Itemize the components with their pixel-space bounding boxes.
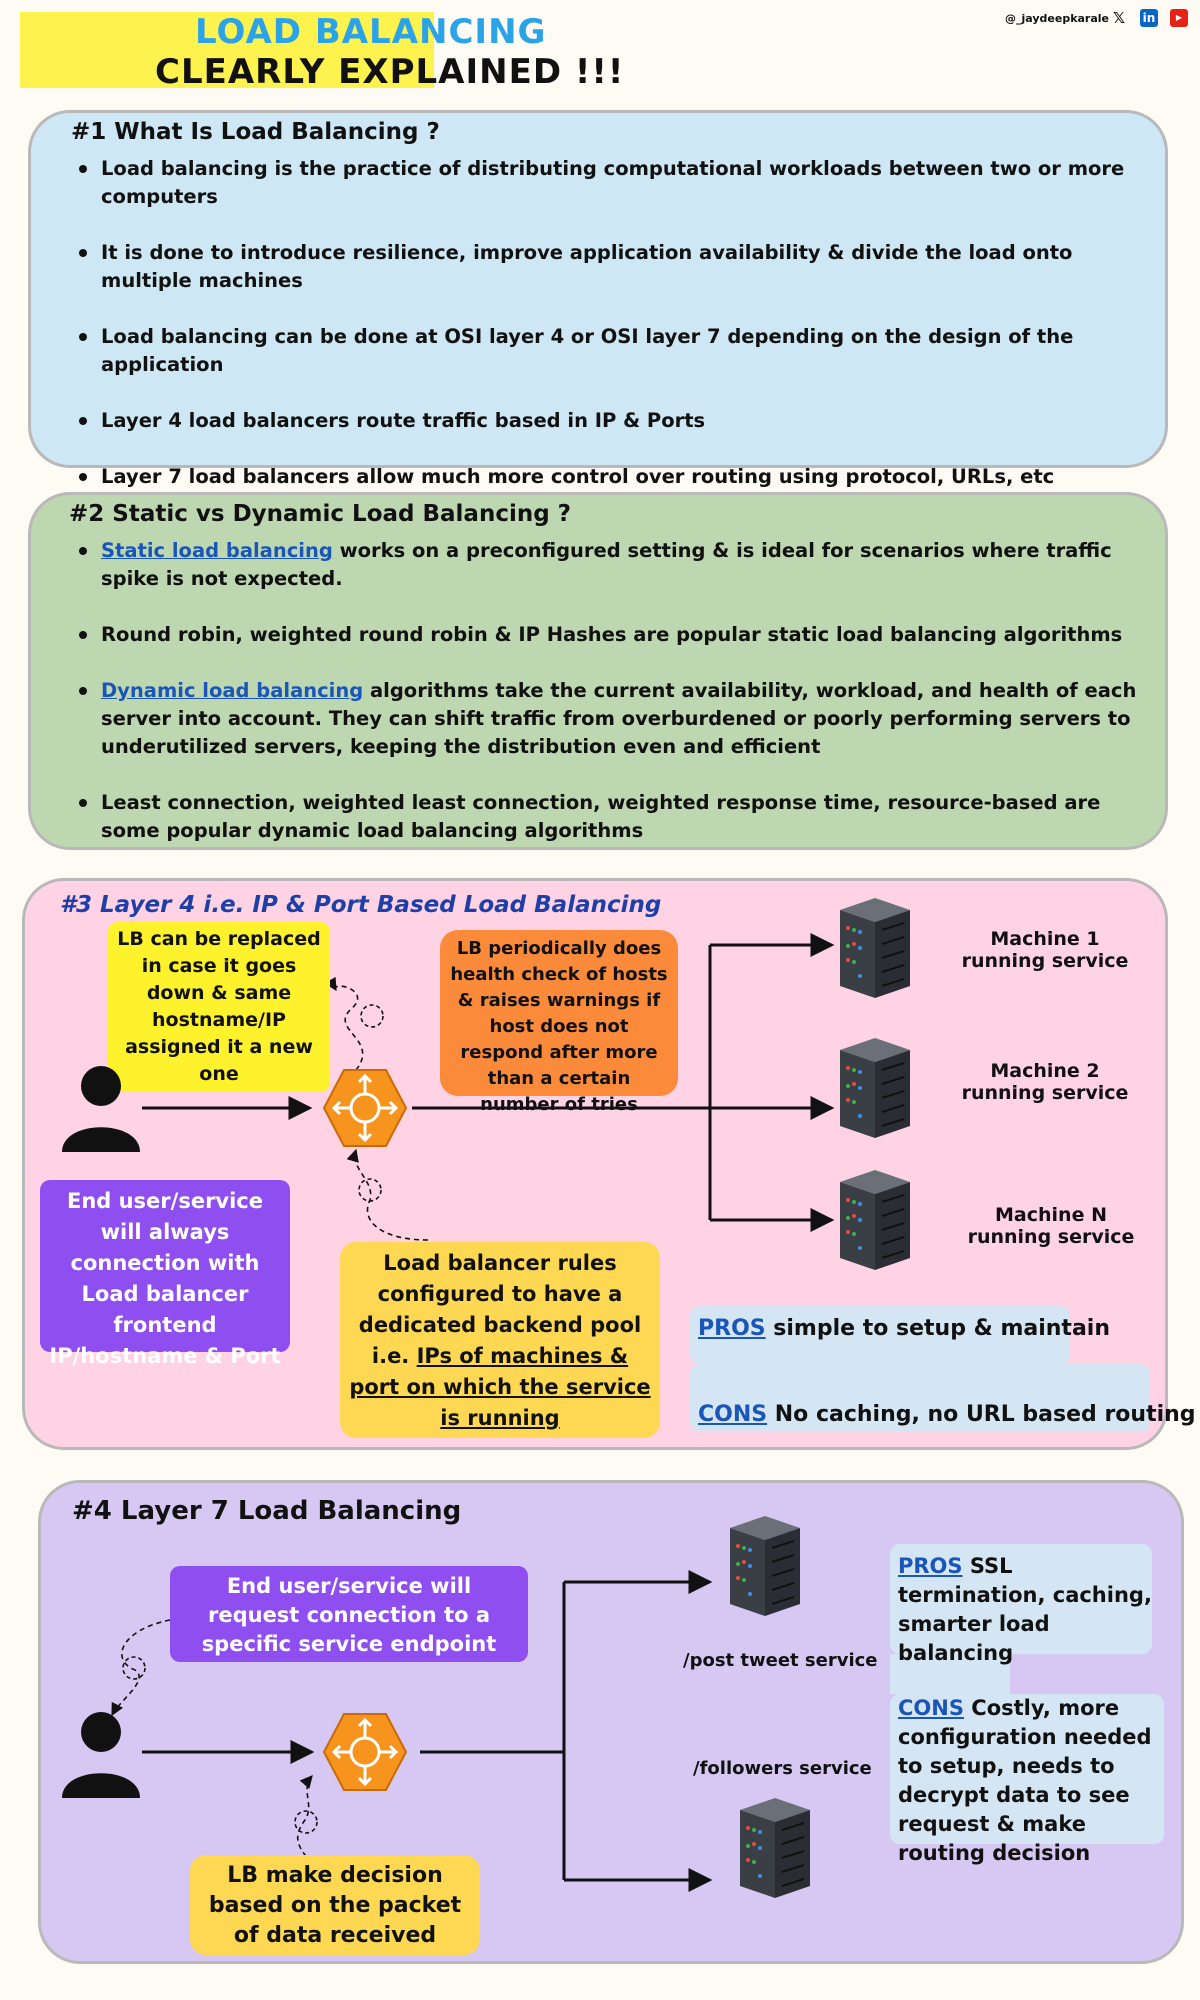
- lb-decision-note: LB make decision based on the packet of …: [190, 1855, 480, 1955]
- machine-2-label: Machine 2 running service: [961, 1060, 1129, 1104]
- list-item: Layer 7 load balancers allow much more c…: [79, 463, 1159, 491]
- server-icon: [740, 1798, 810, 1898]
- user-icon: [62, 1712, 140, 1798]
- layer7-pros: PROS SSL termination, caching, smarter l…: [898, 1552, 1160, 1668]
- list-item-text: algorithms take the current availability…: [101, 679, 1137, 758]
- title-highlight: [20, 12, 434, 88]
- section-3-title: #3 Layer 4 i.e. IP & Port Based Load Bal…: [60, 892, 662, 918]
- server-icon: [840, 1038, 910, 1138]
- lb-rules-underlined: IPs of machines & port on which the serv…: [349, 1344, 651, 1430]
- list-item: Static load balancing works on a preconf…: [79, 537, 1159, 593]
- youtube-icon[interactable]: ▶: [1170, 9, 1188, 27]
- layer4-cons-box: [690, 1364, 1150, 1432]
- layer4-pros-box: [690, 1306, 1070, 1364]
- section-2-title: #2 Static vs Dynamic Load Balancing ?: [69, 501, 572, 527]
- layer7-end-user-note: End user/service will request connection…: [170, 1566, 528, 1662]
- load-balancer-icon: [322, 1713, 408, 1791]
- list-item: Load balancing is the practice of distri…: [79, 155, 1159, 211]
- list-item: Round robin, weighted round robin & IP H…: [79, 621, 1159, 649]
- list-item: It is done to introduce resilience, impr…: [79, 239, 1159, 295]
- list-item: Dynamic load balancing algorithms take t…: [79, 677, 1159, 761]
- cons-label: CONS: [898, 1696, 964, 1720]
- pros-text: SSL termination, caching, smarter load b…: [898, 1554, 1152, 1665]
- cons-text: No caching, no URL based routing: [767, 1402, 1196, 1427]
- cons-text: Costly, more configuration needed to set…: [898, 1696, 1152, 1865]
- layer7-cons: CONS Costly, more configuration needed t…: [898, 1694, 1168, 1868]
- pros-label: PROS: [898, 1554, 963, 1578]
- lb-rules-text: Load balancer rules configured to have a…: [358, 1251, 642, 1368]
- section-1-bullets: Load balancing is the practice of distri…: [79, 155, 1159, 519]
- section-1-title: #1 What Is Load Balancing ?: [71, 119, 440, 145]
- layer7-connector-box: [890, 1654, 1010, 1694]
- cons-label: CONS: [698, 1402, 768, 1427]
- title-line-1: LOAD BALANCING: [195, 12, 547, 52]
- server-icon: [840, 1170, 910, 1270]
- followers-label: /followers service: [693, 1758, 872, 1779]
- post-tweet-label: /post tweet service: [683, 1650, 878, 1671]
- list-item-text: works on a preconfigured setting & is id…: [101, 539, 1112, 590]
- server-icon: [840, 898, 910, 998]
- layer4-cons: CONS No caching, no URL based routing: [698, 1402, 1196, 1427]
- section-4-title: #4 Layer 7 Load Balancing: [72, 1496, 462, 1526]
- list-item: Layer 4 load balancers route traffic bas…: [79, 407, 1159, 435]
- title-line-2: CLEARLY EXPLAINED !!!: [155, 52, 625, 92]
- section-what-is-load-balancing: #1 What Is Load Balancing ? Load balanci…: [28, 110, 1168, 488]
- health-check-note: LB periodically does health check of hos…: [440, 930, 678, 1115]
- linkedin-icon[interactable]: in: [1140, 9, 1158, 27]
- pros-text: simple to setup & maintain: [765, 1316, 1110, 1341]
- section-2-bullets: Static load balancing works on a preconf…: [79, 537, 1159, 873]
- list-item: Load balancing can be done at OSI layer …: [79, 323, 1159, 379]
- lb-replace-note: LB can be replaced in case it goes down …: [108, 922, 330, 1092]
- server-icon: [730, 1516, 800, 1616]
- dynamic-load-balancing-link[interactable]: Dynamic load balancing: [101, 679, 364, 702]
- layer7-pros-box: [890, 1544, 1152, 1654]
- layer7-cons-box: [890, 1694, 1164, 1844]
- lb-rules-note: Load balancer rules configured to have a…: [340, 1242, 660, 1438]
- static-load-balancing-link[interactable]: Static load balancing: [101, 539, 333, 562]
- pros-label: PROS: [698, 1316, 766, 1341]
- x-icon[interactable]: 𝕏: [1112, 9, 1126, 27]
- author-handle[interactable]: @_jaydeepkarale: [1005, 12, 1110, 25]
- layer4-pros: PROS simple to setup & maintain: [698, 1316, 1110, 1341]
- list-item: Least connection, weighted least connect…: [79, 789, 1159, 845]
- machine-1-label: Machine 1 running service: [961, 928, 1129, 972]
- load-balancer-icon: [322, 1069, 408, 1147]
- user-icon: [62, 1066, 140, 1152]
- machine-n-label: Machine N running service: [967, 1204, 1135, 1248]
- end-user-note: End user/service will always connection …: [40, 1180, 290, 1368]
- section-static-vs-dynamic: #2 Static vs Dynamic Load Balancing ? St…: [28, 492, 1168, 850]
